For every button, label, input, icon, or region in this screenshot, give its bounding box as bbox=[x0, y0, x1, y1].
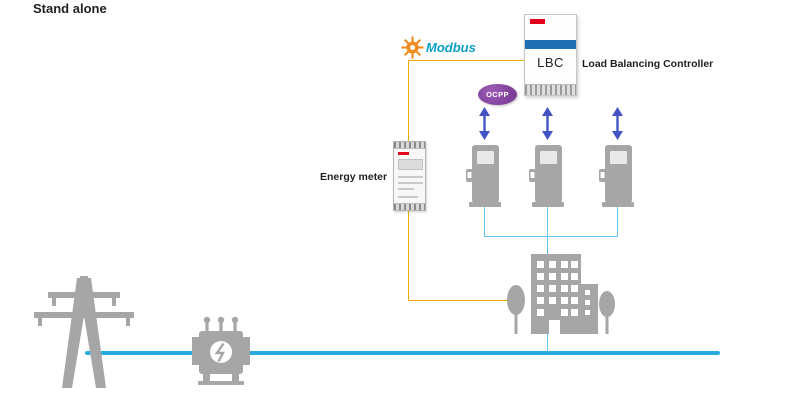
building-feed-line bbox=[547, 236, 548, 255]
charger-feed-line-2 bbox=[547, 207, 548, 236]
modbus-label: Modbus bbox=[426, 40, 476, 55]
lbc-blue-band bbox=[525, 40, 576, 49]
comm-arrow-3 bbox=[612, 107, 623, 140]
meter-brand-mark bbox=[398, 152, 409, 155]
charger-feed-line-1 bbox=[484, 207, 485, 236]
power-tower-icon bbox=[34, 276, 134, 388]
meter-wire-vertical bbox=[408, 210, 409, 301]
energy-meter-device bbox=[393, 141, 426, 211]
building-icon bbox=[507, 254, 615, 334]
charger-feed-line-3 bbox=[617, 207, 618, 236]
charger-bus-line bbox=[484, 236, 618, 237]
meter-terminal-bottom bbox=[394, 203, 425, 210]
lbc-device: LBC bbox=[524, 14, 577, 96]
page-title: Stand alone bbox=[33, 1, 107, 16]
comm-arrow-1 bbox=[479, 107, 490, 140]
lbc-brand-mark bbox=[530, 19, 545, 24]
comm-arrow-2 bbox=[542, 107, 553, 140]
modbus-wire-vertical-upper bbox=[408, 60, 409, 141]
transformer-icon bbox=[192, 316, 250, 385]
modbus-gear-icon bbox=[401, 36, 424, 59]
energy-meter-label: Energy meter bbox=[320, 171, 388, 183]
lbc-caption: Load Balancing Controller bbox=[582, 58, 714, 70]
ocpp-badge: OCPP bbox=[478, 84, 517, 105]
meter-display bbox=[398, 159, 423, 170]
grid-bus-line bbox=[85, 351, 720, 355]
meter-wire-horizontal bbox=[408, 300, 520, 301]
meter-terminal-top bbox=[394, 142, 425, 149]
ev-charger-3-icon bbox=[599, 145, 634, 207]
lbc-terminal-strip bbox=[525, 84, 576, 95]
ev-charger-1-icon bbox=[466, 145, 501, 207]
modbus-logo: Modbus bbox=[401, 36, 476, 59]
modbus-wire-horizontal bbox=[408, 60, 525, 61]
ocpp-label: OCPP bbox=[486, 90, 509, 99]
ev-charger-2-icon bbox=[529, 145, 564, 207]
lbc-label: LBC bbox=[537, 55, 564, 70]
building-grid-drop bbox=[547, 333, 548, 352]
